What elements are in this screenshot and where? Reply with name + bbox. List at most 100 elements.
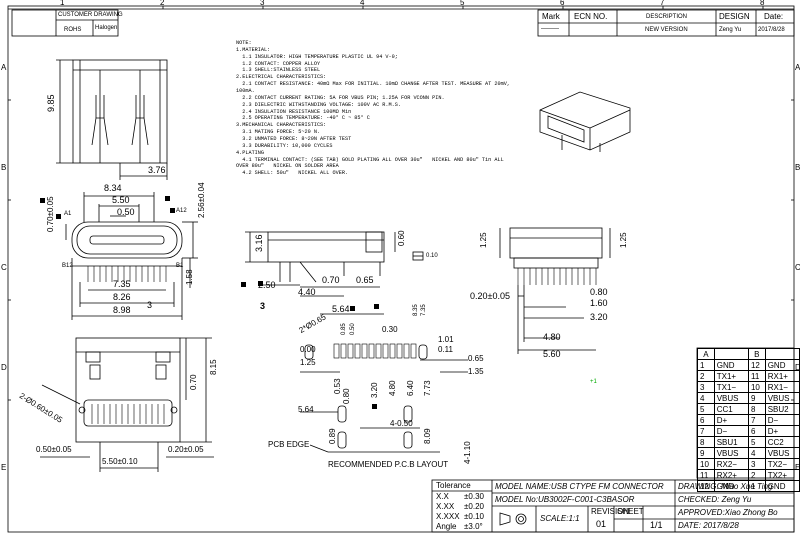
col-5: 5: [460, 0, 465, 7]
dim-5-50: 5.50: [112, 195, 130, 205]
label-a1: A1: [64, 211, 72, 217]
tol-xxx-value: ±0.20: [464, 502, 484, 511]
dim-2-50: 2.50: [258, 280, 276, 290]
dim-7-73: 7.73: [423, 380, 432, 396]
row-c-right: C: [795, 263, 800, 272]
dim-8-15: 8.15: [209, 359, 218, 375]
rev-header-description: DESCRIPTION: [646, 14, 688, 20]
note-line: 4.2 SHELL: 50u" NICKEL ALL OVER.: [236, 170, 349, 177]
note-line: 1.3 SHELL:STAINLESS STEEL: [236, 67, 321, 74]
pin-table-cell: D−: [764, 414, 800, 426]
pin-table-header-cell: [764, 348, 800, 360]
dim-8-26: 8.26: [113, 292, 131, 302]
svg-text:+1: +1: [590, 379, 598, 385]
dim-4-80-pcb: 4.80: [388, 380, 397, 396]
pin-table-cell: 10: [747, 381, 766, 393]
revision-label: REVISION: [591, 507, 630, 516]
pin-table-cell: D+: [713, 414, 749, 426]
rev-row-date: 2017/8/28: [758, 27, 785, 33]
pin-table-cell: 10: [697, 458, 715, 470]
pin-table-cell: TX2+: [764, 469, 800, 481]
dim-0-70-tol: 0.70±0.05: [46, 196, 55, 232]
dim-8-34: 8.34: [104, 183, 122, 193]
dim-4-40: 4.40: [298, 287, 316, 297]
pcb-edge-label: PCB EDGE: [268, 440, 310, 449]
note-line: 100mA.: [236, 88, 255, 95]
note-line: 2.5 OPERATING TEMPERATURE: -40° C ~ 85° …: [236, 115, 370, 122]
dim-0-80-pcb: 0.80: [342, 388, 351, 404]
notes-block: NOTE:1.MATERIAL: 1.1 INSULATOR: HIGH TEM…: [236, 40, 510, 177]
dim-8-09: 8.09: [423, 428, 432, 444]
pin-table-cell: 9: [747, 392, 766, 404]
pin-table-cell: GND: [764, 359, 800, 371]
dim-0-65-side: 0.65: [356, 275, 374, 285]
row-b: B: [1, 163, 7, 172]
note-line: 2.3 DIELECTRIC WITHSTANDING VOLTAGE: 100…: [236, 101, 401, 108]
note-line: 4.PLATING: [236, 149, 265, 156]
pin-table-cell: RX2−: [713, 458, 749, 470]
rev-row-mark: ———: [541, 26, 559, 32]
note-line: 2.ELECTRICAL CHARACTERISTICS:: [236, 74, 327, 81]
pin-table-header-cell: B: [747, 348, 766, 360]
dim-8-35: 8.35: [413, 304, 419, 316]
dim-1-58: 1.58: [185, 269, 194, 285]
pin-table-header-cell: A: [697, 348, 715, 360]
dim-1-25-right: 1.25: [619, 232, 628, 248]
dim-0-00: 0.00: [300, 345, 316, 354]
row-a-right: A: [795, 63, 800, 72]
note-line: 2.4 INSULATION RESISTANCE 100MΩ Min: [236, 108, 352, 115]
drawing-date: DATE: 2017/8/28: [678, 521, 739, 530]
label-b1: B1: [176, 263, 184, 269]
rev-header-design: DESIGN: [719, 12, 750, 21]
pin-table-cell: 7: [747, 414, 766, 426]
dim-0-20-tol: 0.20±0.05: [470, 291, 510, 301]
halogen-label: Halogen: [95, 25, 118, 31]
checked-by: CHECKED: Zeng Yu: [678, 495, 752, 504]
dim-4-80: 4.80: [543, 332, 561, 342]
col-6: 6: [560, 0, 565, 7]
pin-table-cell: D−: [713, 425, 749, 437]
row-d: D: [1, 363, 7, 372]
pin-table-cell: 4: [747, 447, 766, 459]
label-a12: A12: [176, 208, 187, 214]
note-line: 3.1 MATING FORCE: 5~20 N.: [236, 129, 321, 136]
model-number: MODEL No:UB3002F-C001-C3BASOR: [495, 495, 635, 504]
dim-0-60: 0.60: [397, 230, 406, 246]
pin-table-cell: 5: [697, 403, 715, 415]
dim-8-98: 8.98: [113, 305, 131, 315]
dim-3-20-pcb: 3.20: [370, 382, 379, 398]
dim-0-65-pcb: 0.65: [468, 354, 484, 363]
pin-table-cell: 8: [697, 436, 715, 448]
note-line: 3.2 UNMATED FORCE: 8~20N AFTER TEST: [236, 136, 352, 143]
pin-table-cell: 1: [697, 359, 715, 371]
dim-6-40: 6.40: [406, 380, 415, 396]
sheet-value: 1/1: [650, 520, 663, 530]
col-1: 1: [60, 0, 65, 7]
pin-table-cell: GND: [764, 480, 800, 492]
pin-table-cell: 6: [747, 425, 766, 437]
tol-xxx-label: X.XX: [436, 502, 455, 511]
dim-0-50-tol: 0.50±0.05: [36, 445, 72, 454]
dim-4-1-10: 4-1.10: [463, 441, 472, 464]
col-3: 3: [260, 0, 265, 7]
row-a: A: [1, 63, 7, 72]
pin-table-cell: RX1+: [764, 370, 800, 382]
approved-by: APPROVED:Xiao Zhong Bo: [678, 508, 778, 517]
col-7: 7: [660, 0, 665, 7]
note-line: NOTE:: [236, 40, 252, 46]
dim-4-0-50: 4-0.50: [390, 419, 413, 428]
pin-table-cell: CC2: [764, 436, 800, 448]
note-line: OVER 80u" NICKEL ON SOLDER AREA: [236, 163, 339, 170]
dim-9-85: 9.85: [46, 94, 56, 112]
note-line: 1.MATERIAL:: [236, 46, 271, 53]
note-line: 3.3 DURABILITY: 10,000 CYCLES: [236, 142, 333, 149]
dim-0-85: 0.85: [341, 323, 347, 335]
col-8: 8: [760, 0, 765, 7]
dim-0-30: 0.30: [382, 325, 398, 334]
tol-xxxx-value: ±0.10: [464, 512, 484, 521]
